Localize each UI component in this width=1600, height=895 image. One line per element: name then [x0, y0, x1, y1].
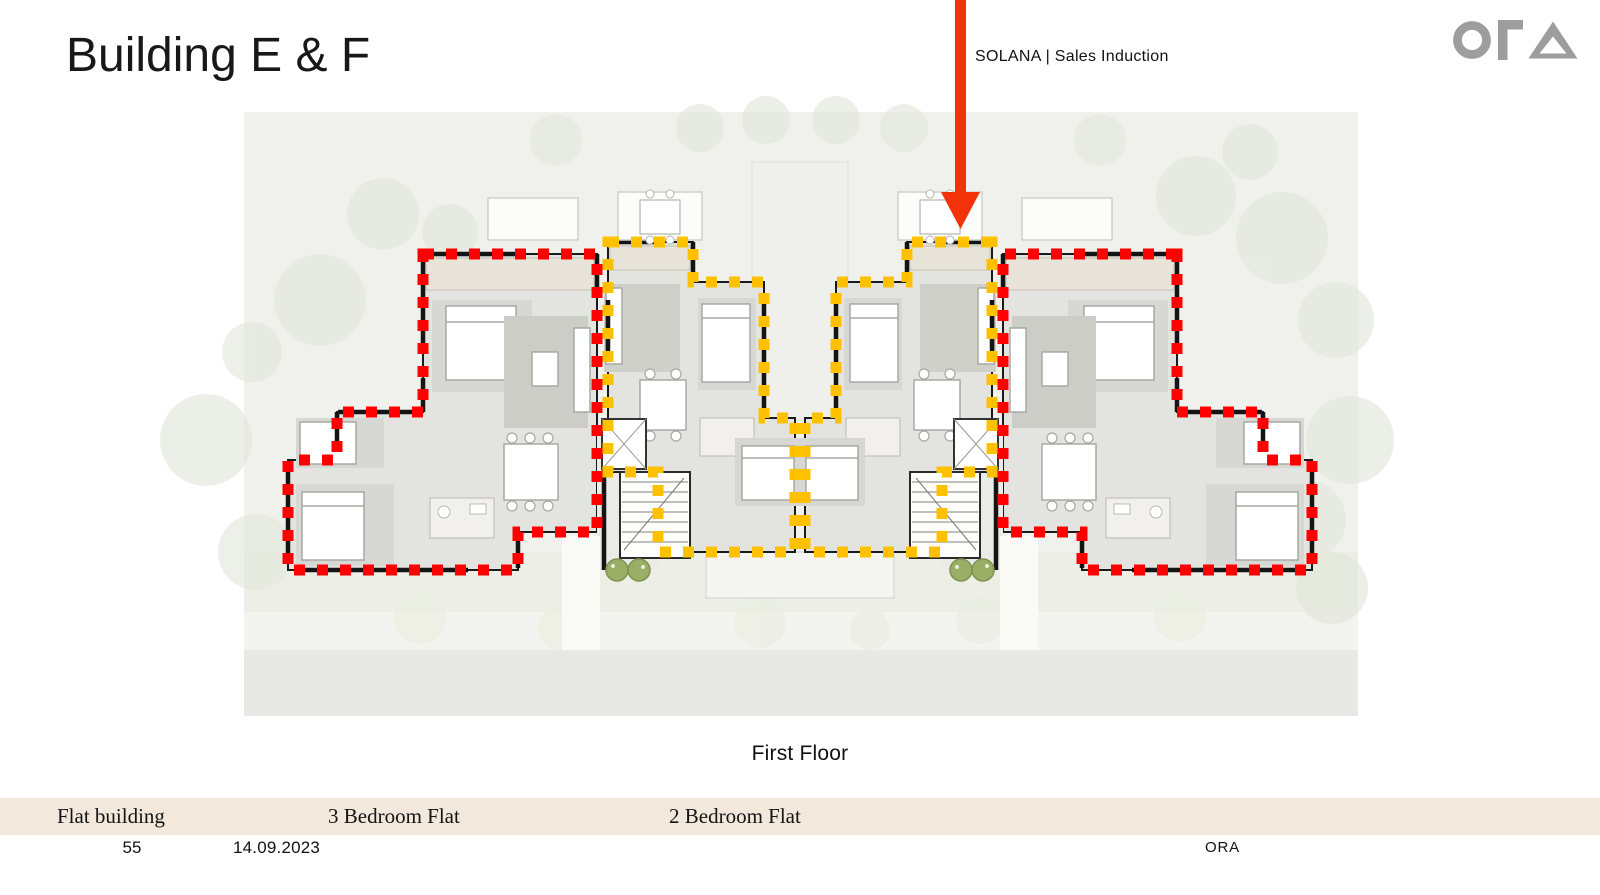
floor-caption: First Floor	[751, 742, 849, 765]
footer-date: 14.09.2023	[233, 838, 321, 857]
patios	[487, 189, 703, 245]
logo-a-glyph-hole	[1539, 36, 1567, 54]
page-number: 55	[122, 838, 142, 857]
terrace-band-2bed	[609, 245, 691, 271]
ora-logo-icon	[1453, 20, 1578, 60]
pointer-arrow-head	[941, 192, 980, 229]
logo-o-glyph	[1453, 21, 1491, 59]
deck-subtitle: SOLANA | Sales Induction	[975, 48, 1169, 65]
entrance-bushes	[605, 558, 651, 582]
page-title: Building E & F	[66, 29, 371, 82]
legend-strip: Flat building 3 Bedroom Flat 2 Bedroom F…	[0, 798, 1600, 835]
furniture-3bed	[296, 300, 591, 566]
legend-3-bedroom-flat: 3 Bedroom Flat	[328, 804, 460, 828]
footer-brand: ORA	[1205, 839, 1240, 856]
logo-r-glyph	[1498, 20, 1523, 60]
floor-plan	[160, 96, 1394, 716]
logo-glyphs	[1498, 20, 1578, 60]
central-terrace	[705, 551, 895, 599]
legend-flat-building: Flat building	[57, 804, 165, 828]
central-courtyard	[751, 161, 849, 421]
terrace-band-3bed	[425, 257, 595, 291]
building-e-half	[282, 189, 801, 650]
paving-band	[244, 650, 1358, 716]
pointer-arrow	[941, 0, 980, 229]
walkway	[562, 536, 600, 650]
patio-table	[639, 199, 681, 235]
pointer-arrow-shaft	[955, 0, 966, 197]
furniture-2bed	[601, 284, 800, 506]
legend-2-bedroom-flat: 2 Bedroom Flat	[669, 804, 801, 828]
